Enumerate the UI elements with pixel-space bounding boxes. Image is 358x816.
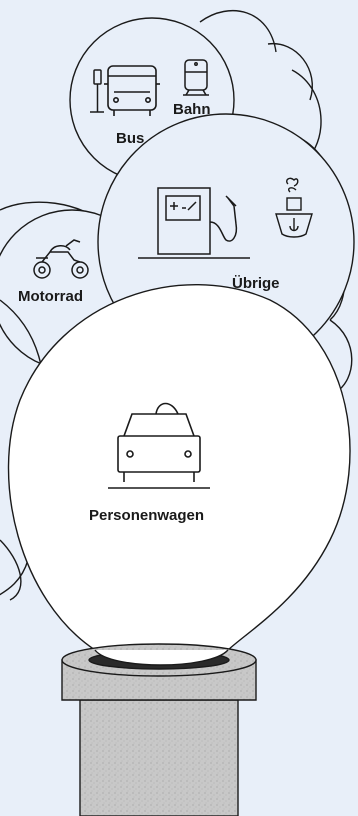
label-personenwagen: Personenwagen	[89, 507, 204, 524]
label-uebrige: Übrige	[232, 275, 280, 292]
pipe	[62, 644, 256, 816]
label-bus: Bus	[116, 130, 144, 147]
label-bahn: Bahn	[173, 101, 211, 118]
label-motorrad: Motorrad	[18, 288, 83, 305]
bubble-left-lower	[0, 540, 21, 600]
bubble-personenwagen	[9, 285, 350, 650]
